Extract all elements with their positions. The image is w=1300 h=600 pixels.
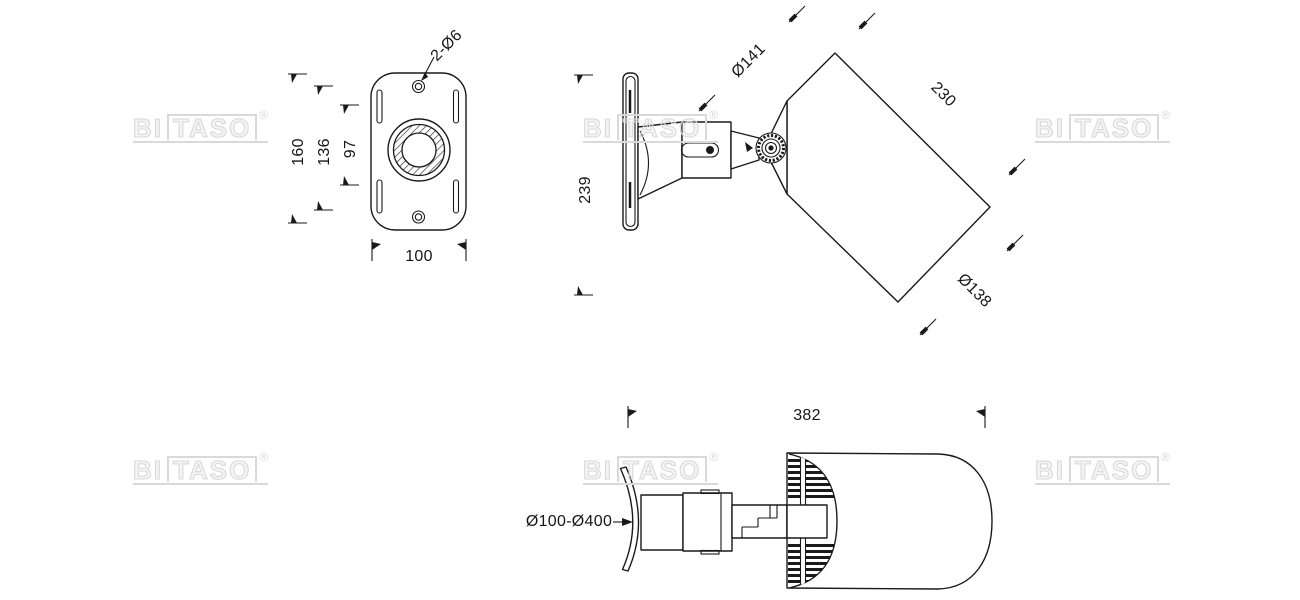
- plate-front-view: [288, 56, 467, 261]
- dim-label-slot-inner-span: 97: [342, 139, 359, 159]
- dim-label-slot-outer-span: 136: [316, 138, 333, 166]
- dim-label-pole-range: Ø100-Ø400: [525, 513, 613, 530]
- dim-label-bracket-height: 239: [577, 176, 594, 204]
- center-opening: [387, 118, 451, 182]
- arm-slot: [680, 142, 720, 158]
- saddle-transition: [637, 121, 683, 200]
- pole-range-leader: [613, 518, 633, 526]
- clamp-block: [682, 489, 733, 555]
- screw-hole-top: [411, 79, 426, 94]
- lamp-shell: [786, 452, 993, 590]
- locking-pin: [706, 146, 714, 154]
- pivot-shaft: [731, 504, 788, 539]
- screw-hole-bottom: [411, 210, 426, 224]
- adjustment-knob: [755, 132, 787, 164]
- width-dim-ticks: [371, 239, 467, 261]
- plate-height-ticks: [574, 74, 593, 296]
- lamp-head-angled: [786, 52, 991, 303]
- mount-tube: [640, 494, 684, 551]
- shaft-extension: [786, 504, 828, 539]
- dim-label-plate-width: 100: [405, 248, 433, 265]
- vertical-dim-ticks: [288, 73, 359, 224]
- straight-side-view: [613, 406, 993, 590]
- dim-label-overall-length: 382: [793, 407, 821, 424]
- dim-label-plate-height: 160: [290, 138, 307, 166]
- angled-dim-ticks: [698, 5, 1026, 336]
- overall-length-ticks: [627, 406, 986, 428]
- pole-bracket: [619, 466, 640, 572]
- mounting-slots: [376, 89, 460, 214]
- holes-leader-line: [421, 56, 435, 81]
- arm-hub: [730, 130, 760, 170]
